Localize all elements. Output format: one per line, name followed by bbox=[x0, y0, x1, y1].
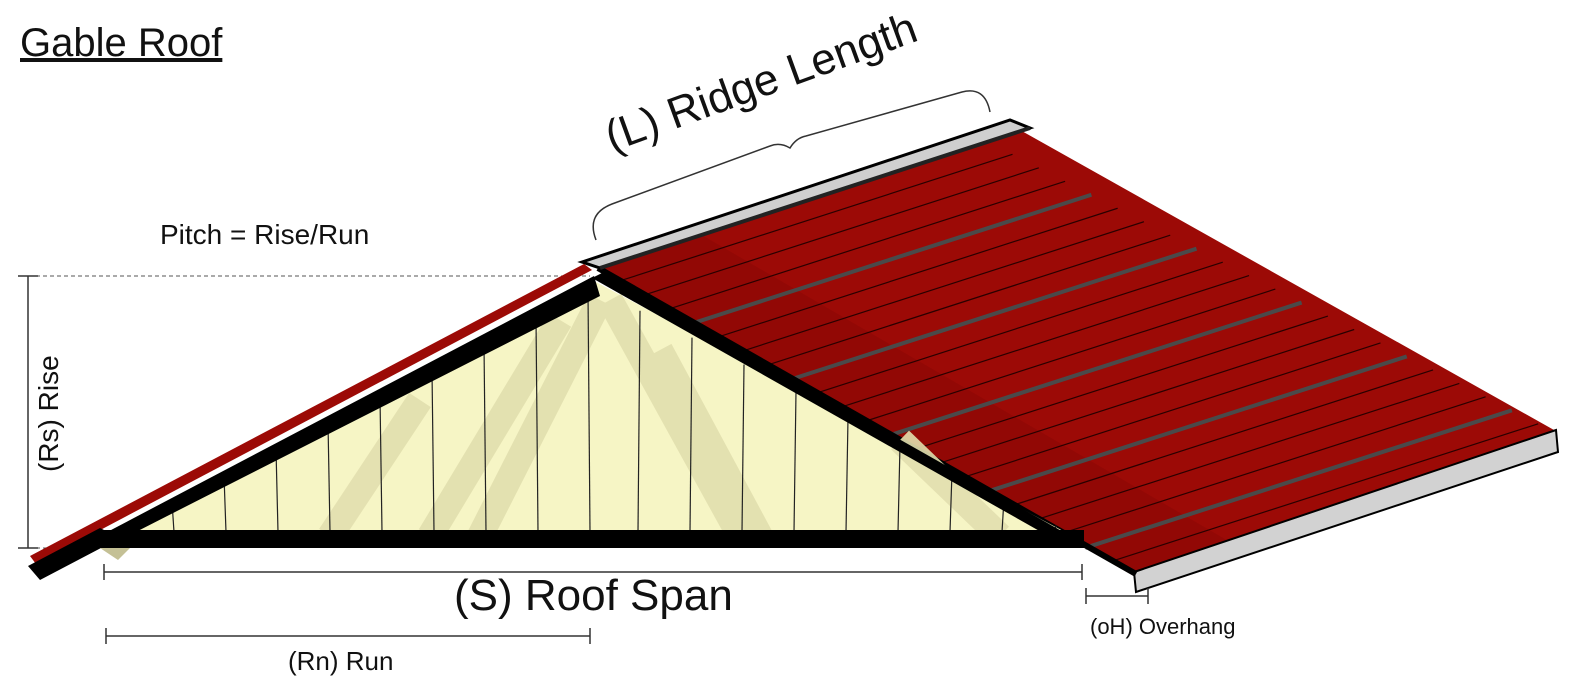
truss-vertical bbox=[483, 344, 487, 533]
roof-seam bbox=[792, 246, 1198, 381]
roof-seam bbox=[841, 275, 1250, 408]
truss-vertical bbox=[689, 337, 693, 533]
ridge-length-label: (L) Ridge Length bbox=[599, 3, 924, 161]
roof-seam bbox=[743, 221, 1145, 352]
truss-vertical bbox=[845, 418, 849, 533]
roof-seam bbox=[1011, 369, 1434, 507]
pitch-label: Pitch = Rise/Run bbox=[160, 219, 369, 250]
roof-seam bbox=[1036, 382, 1460, 521]
roof-seam bbox=[622, 153, 1013, 281]
left-roof-edge-red bbox=[30, 264, 592, 564]
roof-span-label: (S) Roof Span bbox=[454, 571, 733, 620]
truss-vertical-members bbox=[171, 292, 1057, 533]
roof-seam bbox=[914, 315, 1329, 450]
left-eave-shadow bbox=[100, 548, 130, 560]
roof-seam bbox=[768, 234, 1171, 366]
gable-truss bbox=[92, 272, 1088, 548]
truss-vertical bbox=[327, 423, 331, 533]
truss-vertical bbox=[587, 292, 591, 533]
rise-label: (Rs) Rise bbox=[33, 355, 64, 472]
roof-seam bbox=[694, 192, 1092, 325]
truss-vertical bbox=[897, 445, 901, 533]
truss-vertical bbox=[793, 391, 797, 533]
truss-fill bbox=[100, 282, 1080, 540]
roof-seam bbox=[1060, 396, 1486, 535]
truss-right-chord bbox=[592, 272, 1088, 546]
ridge-cap-shadow bbox=[599, 126, 1031, 270]
roof-seam bbox=[817, 261, 1223, 394]
roof-seam bbox=[646, 167, 1039, 295]
roof-seam bbox=[987, 354, 1408, 494]
run-label: (Rn) Run bbox=[288, 646, 393, 676]
ridge-cap bbox=[577, 118, 1035, 270]
truss-vertical bbox=[535, 318, 539, 533]
truss-bottom-chord bbox=[96, 530, 1084, 548]
roof-seam bbox=[670, 180, 1066, 309]
truss-vertical bbox=[637, 310, 641, 533]
roof-seam bbox=[865, 288, 1276, 422]
roof-panel-seams bbox=[622, 153, 1539, 563]
truss-vertical bbox=[741, 364, 745, 533]
truss-left-chord bbox=[92, 276, 600, 540]
truss-vertical bbox=[275, 449, 279, 533]
ridge-brace-icon bbox=[592, 90, 991, 241]
diagram-title: Gable Roof bbox=[20, 21, 223, 65]
roof-seam bbox=[1109, 423, 1539, 563]
roof-plane bbox=[577, 118, 1560, 594]
truss-vertical bbox=[431, 370, 435, 533]
roof-seam bbox=[963, 342, 1381, 478]
roof-seam bbox=[1084, 408, 1513, 550]
roof-seam bbox=[719, 207, 1118, 338]
roof-seam bbox=[938, 328, 1355, 464]
left-roof-overhang bbox=[28, 528, 120, 580]
overhang-label: (oH) Overhang bbox=[1090, 614, 1236, 639]
truss-vertical bbox=[379, 396, 383, 533]
roof-seam bbox=[889, 300, 1303, 437]
roof-fascia bbox=[1132, 428, 1560, 594]
truss-vertical bbox=[949, 471, 953, 533]
